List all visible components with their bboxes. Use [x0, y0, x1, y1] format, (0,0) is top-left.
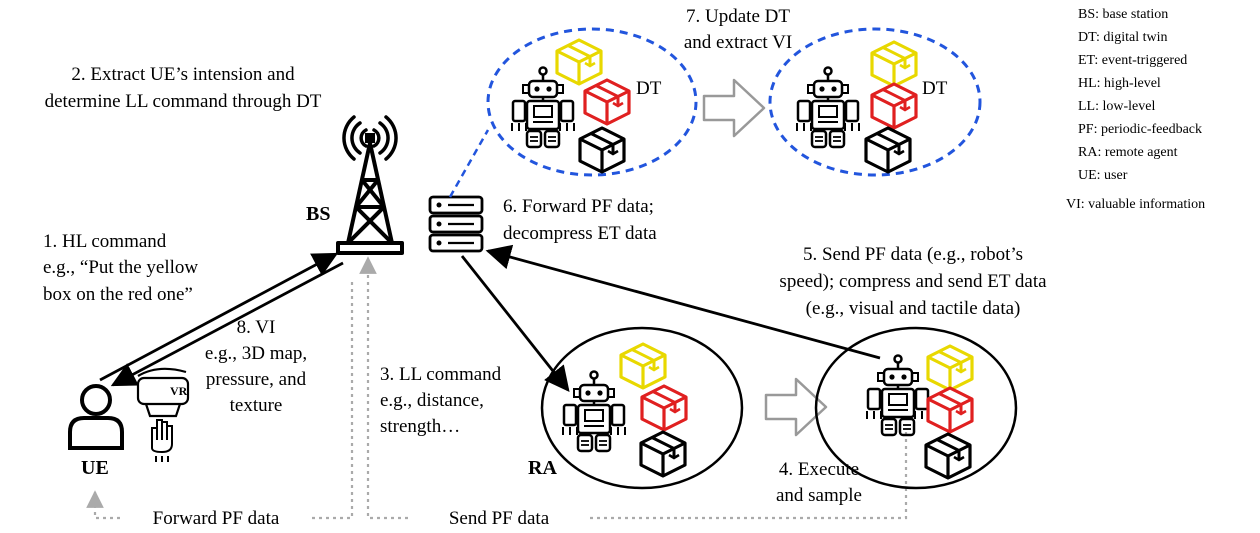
- yellow-box-icon: [926, 344, 974, 392]
- send-pf-path: [590, 432, 908, 520]
- step8-line: texture: [230, 395, 283, 416]
- update-arrow-icon: [702, 78, 766, 138]
- red-box-icon: [640, 384, 688, 432]
- step8-line: pressure, and: [206, 369, 307, 390]
- step2-line: determine LL command through DT: [45, 91, 322, 112]
- step1-line: e.g., “Put the yellow: [43, 257, 198, 278]
- vr-label: VR: [170, 384, 188, 398]
- step3-line: e.g., distance,: [380, 390, 484, 411]
- legend-item: UE: user: [1078, 168, 1128, 183]
- legend: BS: base station DT: digital twin ET: ev…: [1066, 7, 1205, 212]
- step-labels: 1. HL command e.g., “Put the yellow box …: [43, 6, 1047, 529]
- yellow-box-icon: [555, 38, 603, 86]
- vr-headset-icon: VR: [136, 367, 190, 418]
- black-box-icon: [578, 126, 626, 174]
- robot-icon: [510, 66, 576, 149]
- step4-line: 4. Execute: [779, 459, 859, 480]
- step4-line: and sample: [776, 485, 862, 506]
- haptic-glove-icon: [151, 419, 173, 462]
- step1-line: box on the red one”: [43, 284, 193, 305]
- signal-waves-icon: [342, 115, 398, 161]
- dt-label: DT: [922, 78, 948, 99]
- red-box-icon: [870, 82, 918, 130]
- ue-label: UE: [81, 457, 109, 479]
- legend-item: PF: periodic-feedback: [1078, 122, 1202, 137]
- legend-item: BS: base station: [1078, 7, 1168, 22]
- pf-feedback-paths: [86, 256, 908, 520]
- user: VR UE: [68, 367, 190, 479]
- step5-line: speed); compress and send ET data: [779, 271, 1047, 292]
- forward-pf-path: [312, 282, 354, 520]
- yellow-box-icon: [870, 40, 918, 88]
- send-pf-label: Send PF data: [449, 508, 550, 529]
- legend-item: DT: digital twin: [1078, 30, 1168, 45]
- edge-server-icon: [428, 195, 484, 253]
- legend-item: HL: high-level: [1078, 76, 1161, 91]
- step8-line: 8. VI: [237, 317, 276, 338]
- legend-item: VI: valuable information: [1066, 197, 1205, 212]
- black-box-icon: [639, 430, 687, 478]
- send-pf-path: [359, 256, 408, 520]
- bs-label: BS: [306, 203, 330, 225]
- digital-twin-current: DT: [486, 27, 698, 177]
- step6-line: decompress ET data: [503, 223, 657, 244]
- robot-icon: [795, 66, 861, 149]
- legend-item: ET: event-triggered: [1078, 53, 1187, 68]
- vi-arrow: [110, 261, 344, 387]
- black-box-icon: [864, 126, 912, 174]
- yellow-box-icon: [619, 342, 667, 390]
- legend-item: RA: remote agent: [1078, 145, 1178, 160]
- server-dt-link: [448, 129, 490, 198]
- dt-label: DT: [636, 78, 662, 99]
- tower-icon: [336, 133, 404, 255]
- step1-line: 1. HL command: [43, 231, 167, 252]
- base-station: BS: [306, 115, 404, 255]
- step7-line: and extract VI: [684, 32, 792, 53]
- user-icon: [68, 384, 124, 450]
- red-box-icon: [583, 78, 631, 126]
- legend-item: LL: low-level: [1078, 99, 1155, 114]
- step3-line: strength…: [380, 416, 460, 437]
- forward-pf-path: [86, 490, 120, 520]
- ll-command-arrow: [460, 255, 570, 392]
- step5-line: (e.g., visual and tactile data): [806, 298, 1021, 319]
- robot-icon: [865, 354, 931, 437]
- red-box-icon: [926, 386, 974, 434]
- step8-line: e.g., 3D map,: [205, 343, 307, 364]
- step6-line: 6. Forward PF data;: [503, 196, 654, 217]
- execute-arrow-icon: [764, 377, 828, 437]
- step3-line: 3. LL command: [380, 364, 502, 385]
- robot-icon: [561, 370, 627, 453]
- ra-label: RA: [528, 457, 557, 479]
- forward-pf-label: Forward PF data: [153, 508, 280, 529]
- remote-agent-after: [814, 326, 1018, 490]
- step2-line: 2. Extract UE’s intension and: [71, 64, 295, 85]
- black-box-icon: [924, 432, 972, 480]
- step5-line: 5. Send PF data (e.g., robot’s: [803, 244, 1023, 265]
- ra-feedback-arrow: [485, 244, 881, 360]
- solid-arrows: [99, 244, 881, 392]
- step7-line: 7. Update DT: [686, 6, 790, 27]
- hl-command-arrow: [99, 252, 339, 382]
- digital-twin-updated: DT: [768, 27, 982, 177]
- remote-agent-before: RA: [528, 326, 744, 490]
